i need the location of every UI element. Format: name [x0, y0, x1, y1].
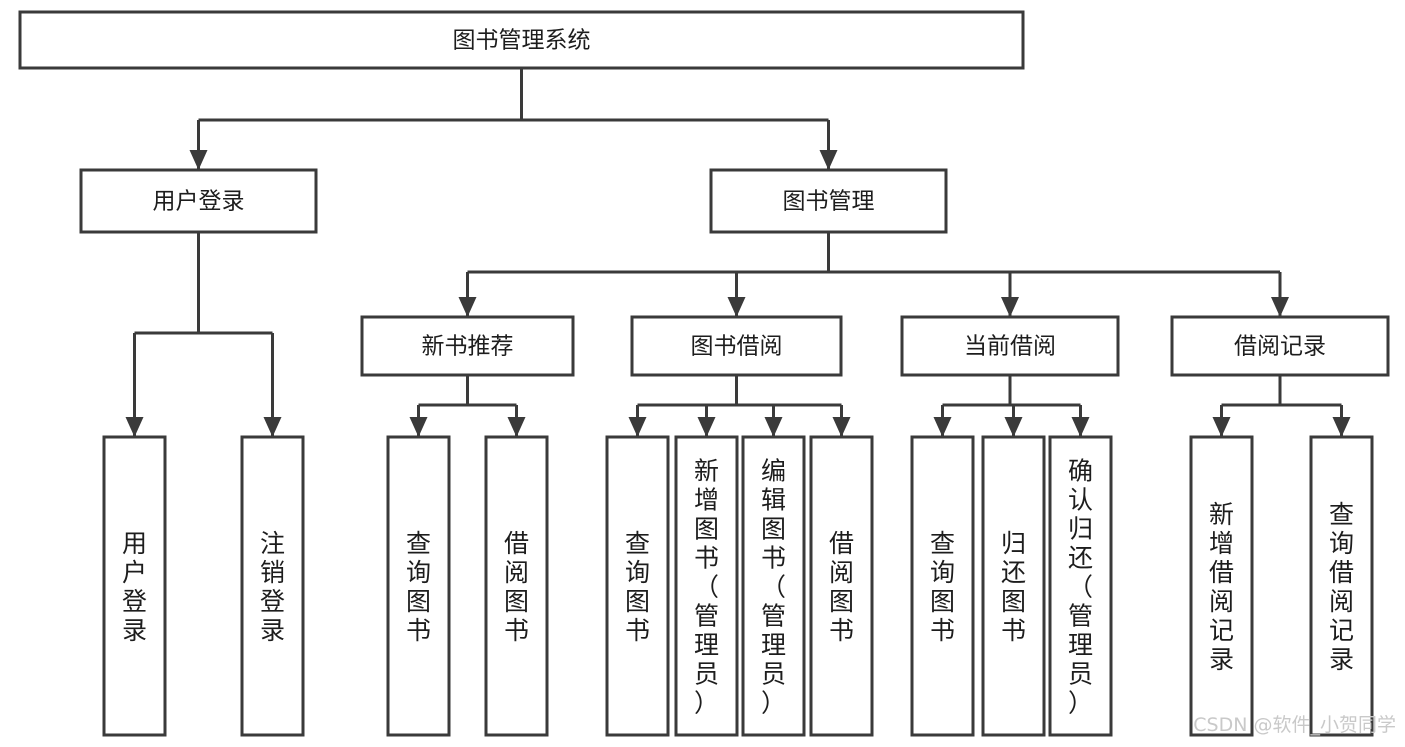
arrow-head-icon	[263, 417, 282, 437]
node-label: 借阅图书	[504, 529, 529, 645]
level3-node-3-借阅记录[interactable]: 借阅记录	[1170, 315, 1390, 377]
node-label: 图书管理系统	[453, 28, 591, 54]
arrow-head-icon	[697, 417, 716, 437]
level3-node-0-新书推荐[interactable]: 新书推荐	[360, 315, 575, 377]
csdn-watermark: CSDN @软件_小贺同学	[1193, 714, 1396, 736]
leaf-node-3-借阅图书[interactable]: 借阅图书	[484, 435, 549, 737]
level3-node-2-当前借阅[interactable]: 当前借阅	[900, 315, 1120, 377]
node-layer: 图书管理系统用户登录图书管理新书推荐图书借阅当前借阅借阅记录用户登录注销登录查询…	[18, 10, 1390, 737]
node-label: 借阅图书	[829, 529, 854, 645]
node-label: 用户登录	[153, 189, 245, 215]
arrow-head-icon	[1071, 417, 1090, 437]
arrow-head-icon	[933, 417, 952, 437]
leaf-node-2-查询图书[interactable]: 查询图书	[386, 435, 451, 737]
arrow-head-icon	[409, 417, 428, 437]
arrow-head-icon	[1001, 297, 1019, 317]
arrow-head-icon	[125, 417, 144, 437]
arrow-head-icon	[764, 417, 783, 437]
node-label: 新增借阅记录	[1209, 500, 1234, 674]
arrow-head-icon	[507, 417, 526, 437]
arrow-head-icon	[1332, 417, 1351, 437]
leaf-node-4-查询图书[interactable]: 查询图书	[605, 435, 670, 737]
arrow-head-icon	[1004, 417, 1023, 437]
leaf-node-9-归还图书[interactable]: 归还图书	[981, 435, 1046, 737]
node-label: 确认归还（管理员）	[1068, 456, 1093, 717]
level2-node-1-图书管理[interactable]: 图书管理	[709, 168, 948, 234]
arrow-head-icon	[1271, 297, 1289, 317]
node-label: 新增图书（管理员）	[694, 456, 719, 717]
arrow-head-icon	[832, 417, 851, 437]
node-label: 查询图书	[930, 529, 955, 645]
arrow-head-icon	[1212, 417, 1231, 437]
leaf-node-8-查询图书[interactable]: 查询图书	[910, 435, 975, 737]
arrow-head-icon	[819, 150, 838, 170]
arrow-head-icon	[628, 417, 647, 437]
level2-node-0-用户登录[interactable]: 用户登录	[79, 168, 318, 234]
root-node-0-图书管理系统[interactable]: 图书管理系统	[18, 10, 1025, 70]
leaf-node-10-确认归还管理员[interactable]: 确认归还（管理员）	[1048, 435, 1113, 737]
node-label: 借阅记录	[1234, 334, 1326, 360]
arrow-head-icon	[727, 297, 746, 317]
leaf-node-7-借阅图书[interactable]: 借阅图书	[809, 435, 874, 737]
node-label: 查询图书	[406, 529, 431, 645]
leaf-node-11-新增借阅记录[interactable]: 新增借阅记录	[1189, 435, 1254, 737]
node-label: 图书借阅	[691, 334, 783, 360]
level3-node-1-图书借阅[interactable]: 图书借阅	[630, 315, 843, 377]
leaf-node-5-新增图书管理员[interactable]: 新增图书（管理员）	[674, 435, 739, 737]
node-label: 用户登录	[122, 529, 147, 645]
arrow-head-icon	[189, 150, 208, 170]
node-label: 查询借阅记录	[1329, 500, 1354, 674]
node-label: 编辑图书（管理员）	[761, 456, 786, 717]
node-label: 图书管理	[783, 189, 875, 215]
node-label: 查询图书	[625, 529, 650, 645]
leaf-node-6-编辑图书管理员[interactable]: 编辑图书（管理员）	[741, 435, 806, 737]
leaf-node-0-用户登录[interactable]: 用户登录	[102, 435, 167, 737]
node-label: 归还图书	[1001, 529, 1026, 645]
arrow-head-icon	[458, 297, 477, 317]
connector-layer	[125, 68, 1351, 437]
leaf-node-12-查询借阅记录[interactable]: 查询借阅记录	[1309, 435, 1374, 737]
leaf-node-1-注销登录[interactable]: 注销登录	[240, 435, 305, 737]
node-label: 注销登录	[260, 529, 285, 645]
node-label: 当前借阅	[964, 334, 1056, 360]
node-label: 新书推荐	[422, 334, 514, 360]
